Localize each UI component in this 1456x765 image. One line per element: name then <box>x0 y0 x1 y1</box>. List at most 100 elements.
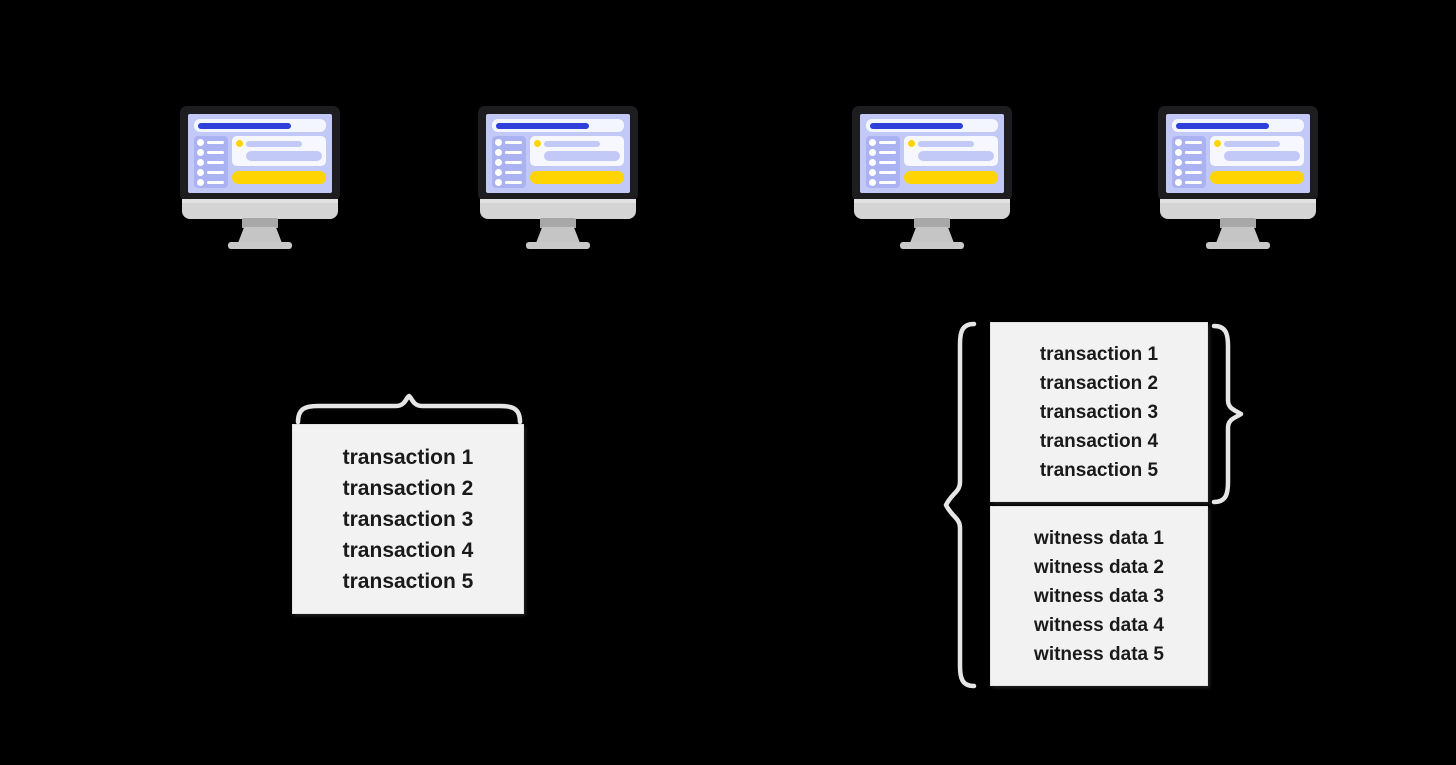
sidebar-line <box>505 171 522 174</box>
monitor-neck-top <box>914 218 950 228</box>
sidebar-bullet-icon <box>197 159 204 166</box>
list-item: transaction 5 <box>1039 459 1159 481</box>
monitor-chin-highlight <box>1160 199 1316 203</box>
sidebar-bullet-icon <box>869 139 876 146</box>
sidebar-bullet-icon <box>869 159 876 166</box>
monitor-screen <box>860 114 1004 193</box>
sidebar-line <box>505 161 522 164</box>
list-item: transaction 3 <box>342 507 474 531</box>
card-text-block <box>1224 151 1300 161</box>
monitor-chin-highlight <box>182 199 338 203</box>
monitor-neck-top <box>242 218 278 228</box>
sidebar-bullet-icon <box>495 169 502 176</box>
screen-topbar-fill <box>870 122 963 129</box>
card-text-line <box>544 140 600 147</box>
screen-content-card <box>904 136 998 166</box>
list-item: witness data 1 <box>1034 527 1164 549</box>
monitor-chin <box>854 199 1010 219</box>
screen-sidebar <box>1172 136 1206 188</box>
sidebar-bullet-icon <box>495 149 502 156</box>
list-item: witness data 4 <box>1034 614 1164 636</box>
screen-sidebar <box>866 136 900 188</box>
card-text-line <box>1224 140 1280 147</box>
sidebar-bullet-icon <box>1175 169 1182 176</box>
sidebar-bullet-icon <box>197 169 204 176</box>
computer-node-1[interactable] <box>180 106 340 251</box>
computer-node-2[interactable] <box>478 106 638 251</box>
sidebar-line <box>505 181 522 184</box>
sidebar-line <box>1185 151 1202 154</box>
screen-topbar <box>194 119 326 132</box>
screen-topbar-fill <box>496 122 589 129</box>
monitor-screen <box>486 114 630 193</box>
list-item: witness data 5 <box>1034 643 1164 665</box>
sidebar-line <box>505 141 522 144</box>
list-item: transaction 1 <box>1039 343 1159 365</box>
brace-top-left-box <box>295 393 523 425</box>
sidebar-line <box>207 151 224 154</box>
sidebar-line <box>879 151 896 154</box>
monitor-screen <box>188 114 332 193</box>
sidebar-bullet-icon <box>495 159 502 166</box>
monitor-neck-top <box>540 218 576 228</box>
list-item: transaction 2 <box>1039 372 1159 394</box>
monitor-base <box>526 242 590 249</box>
screen-topbar <box>492 119 624 132</box>
sidebar-bullet-icon <box>869 149 876 156</box>
list-item: transaction 2 <box>342 476 474 500</box>
transaction-list-right: transaction 1 transaction 2 transaction … <box>990 322 1208 502</box>
sidebar-bullet-icon <box>1175 149 1182 156</box>
screen-action-bar <box>530 171 624 184</box>
screen-content-card <box>1210 136 1304 166</box>
computer-node-4[interactable] <box>1158 106 1318 251</box>
monitor-chin-highlight <box>480 199 636 203</box>
sidebar-bullet-icon <box>869 179 876 186</box>
sidebar-line <box>879 171 896 174</box>
list-item: transaction 3 <box>1039 401 1159 423</box>
sidebar-line <box>1185 171 1202 174</box>
sidebar-line <box>1185 181 1202 184</box>
monitor-base <box>228 242 292 249</box>
computer-node-3[interactable] <box>852 106 1012 251</box>
sidebar-line <box>1185 161 1202 164</box>
sidebar-line <box>207 161 224 164</box>
monitor-neck <box>910 227 954 243</box>
sidebar-line <box>879 181 896 184</box>
monitor-neck <box>1216 227 1260 243</box>
sidebar-bullet-icon <box>197 139 204 146</box>
brace-outer-both-boxes <box>943 321 978 689</box>
screen-sidebar <box>194 136 228 188</box>
sidebar-line <box>207 171 224 174</box>
screen-topbar-fill <box>1176 122 1269 129</box>
sidebar-bullet-icon <box>1175 139 1182 146</box>
card-text-line <box>918 140 974 147</box>
status-dot-icon <box>236 140 243 147</box>
sidebar-bullet-icon <box>197 149 204 156</box>
sidebar-line <box>879 141 896 144</box>
sidebar-bullet-icon <box>1175 159 1182 166</box>
monitor-screen <box>1166 114 1310 193</box>
transaction-list-left: transaction 1 transaction 2 transaction … <box>292 424 524 614</box>
screen-action-bar <box>904 171 998 184</box>
screen-content-card <box>530 136 624 166</box>
list-item: witness data 3 <box>1034 585 1164 607</box>
monitor-chin <box>1160 199 1316 219</box>
monitor-chin <box>182 199 338 219</box>
monitor-neck <box>536 227 580 243</box>
brace-transactions-only <box>1210 323 1244 505</box>
list-item: transaction 5 <box>342 569 474 593</box>
sidebar-line <box>207 141 224 144</box>
list-item: witness data 2 <box>1034 556 1164 578</box>
card-text-block <box>246 151 322 161</box>
screen-action-bar <box>1210 171 1304 184</box>
card-text-block <box>918 151 994 161</box>
sidebar-line <box>1185 141 1202 144</box>
sidebar-bullet-icon <box>495 179 502 186</box>
sidebar-bullet-icon <box>495 139 502 146</box>
monitor-base <box>900 242 964 249</box>
status-dot-icon <box>534 140 541 147</box>
list-item: transaction 4 <box>342 538 474 562</box>
witness-data-list: witness data 1 witness data 2 witness da… <box>990 506 1208 686</box>
status-dot-icon <box>1214 140 1221 147</box>
